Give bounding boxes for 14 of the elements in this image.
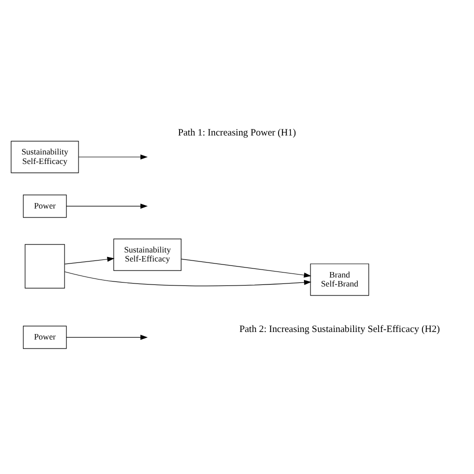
node-box (24, 244, 65, 288)
node-box: Power (22, 326, 67, 349)
arrow (64, 256, 115, 264)
node-box: Sustainability Self-Efficacy (113, 238, 182, 271)
node-box: Sustainability Self-Efficacy (10, 140, 79, 174)
node-box: Brand Self-Brand (310, 264, 370, 296)
arrow (66, 204, 148, 209)
arrow (64, 271, 312, 286)
arrow (78, 154, 148, 160)
arrow (181, 258, 312, 278)
arrow (66, 334, 148, 340)
node-box: Power (22, 194, 67, 218)
diagram-title: Path 1: Increasing Power (H1) (178, 128, 296, 139)
caption: Path 2: Increasing Sustainability Self-Efficacy (H2) (239, 324, 440, 335)
